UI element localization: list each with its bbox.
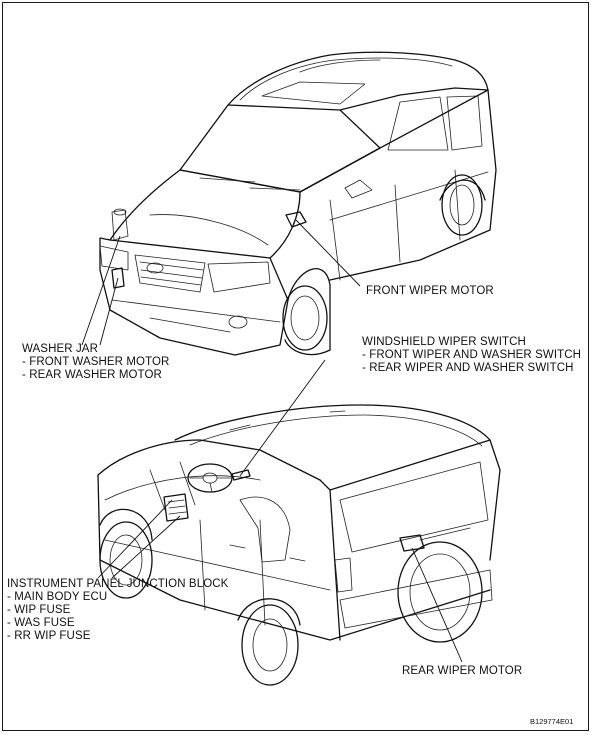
- junction-block-item: - RR WIP FUSE: [7, 630, 91, 642]
- junction-block-item: - WAS FUSE: [7, 617, 75, 629]
- wiper-switch-item: - REAR WIPER AND WASHER SWITCH: [362, 362, 574, 374]
- washer-jar-item: - FRONT WASHER MOTOR: [22, 356, 170, 368]
- front-wiper-motor-label: FRONT WIPER MOTOR: [366, 285, 494, 297]
- instrument-panel-junction-block-label: INSTRUMENT PANEL JUNCTION BLOCK - MAIN B…: [7, 578, 228, 643]
- wiper-switch-item: - FRONT WIPER AND WASHER SWITCH: [362, 349, 582, 361]
- leader-lines: [81, 219, 463, 663]
- washer-jar-item: - REAR WASHER MOTOR: [22, 369, 162, 381]
- washer-jar-label: WASHER JAR - FRONT WASHER MOTOR - REAR W…: [22, 343, 169, 382]
- junction-block-title: INSTRUMENT PANEL JUNCTION BLOCK: [7, 578, 229, 590]
- junction-block-item: - WIP FUSE: [7, 604, 71, 616]
- washer-jar-title: WASHER JAR: [22, 343, 98, 355]
- rear-view-vehicle: [97, 404, 501, 686]
- windshield-wiper-switch-label: WINDSHIELD WIPER SWITCH - FRONT WIPER AN…: [362, 336, 581, 375]
- rear-wiper-motor-label: REAR WIPER MOTOR: [402, 665, 523, 677]
- junction-block-item: - MAIN BODY ECU: [7, 591, 108, 603]
- front-view-vehicle: [99, 51, 497, 356]
- wiper-switch-title: WINDSHIELD WIPER SWITCH: [362, 336, 526, 348]
- figure-code: B129774E01: [530, 717, 574, 726]
